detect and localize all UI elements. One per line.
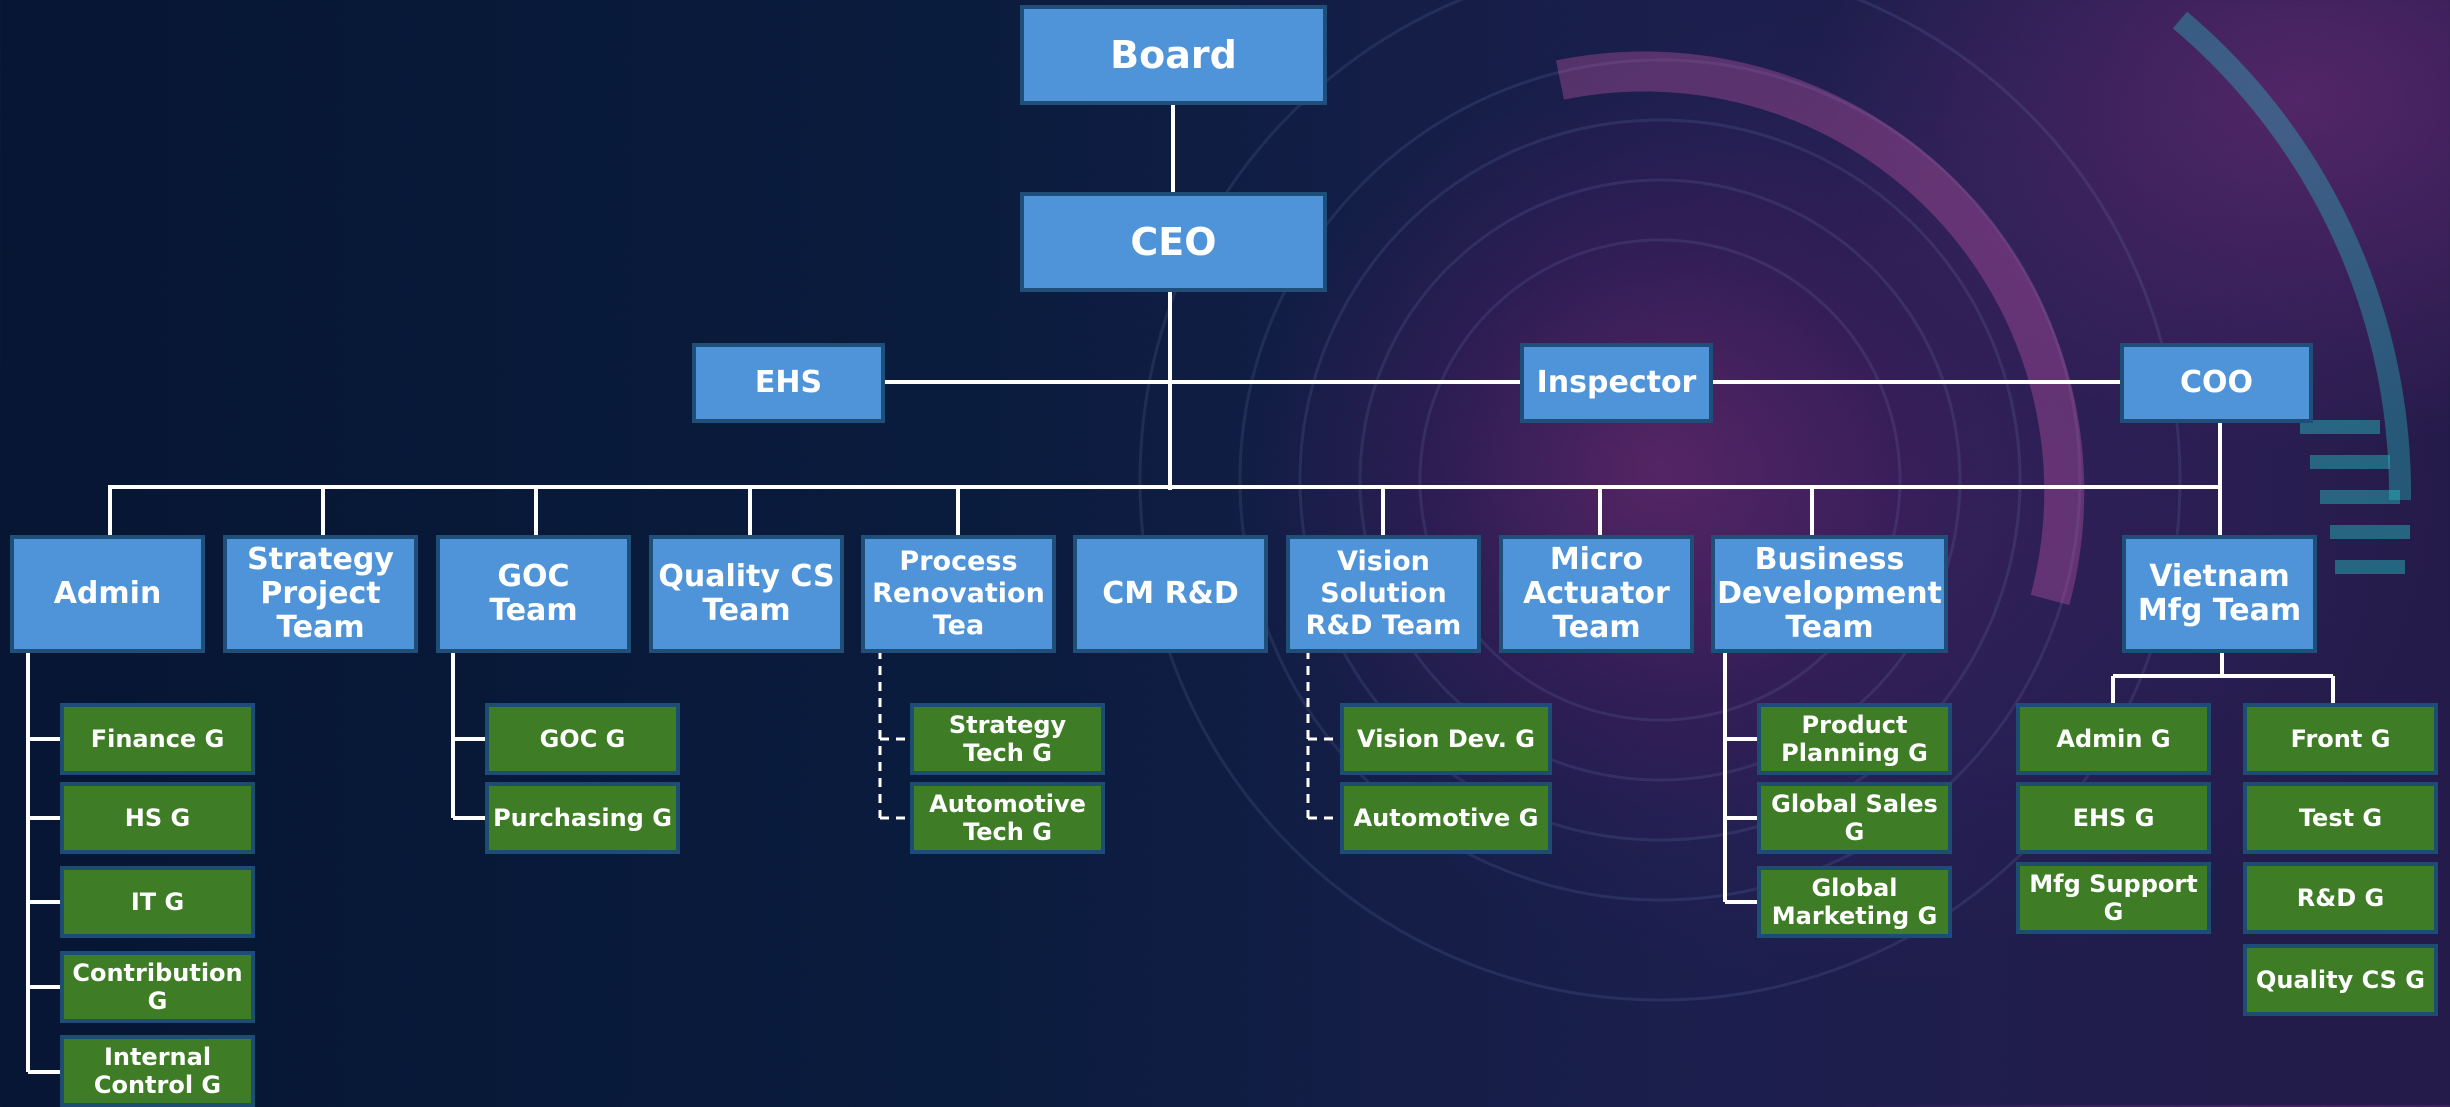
vietnam-ehs-group-box[interactable]: EHS G — [2016, 782, 2211, 854]
vision-solution-team-box[interactable]: Vision Solution R&D Team — [1286, 535, 1481, 653]
automotive-tech-group-box[interactable]: Automotive Tech G — [910, 782, 1105, 854]
finance-group-box[interactable]: Finance G — [60, 703, 255, 775]
inspector-box[interactable]: Inspector — [1520, 343, 1713, 423]
business-development-team-box[interactable]: Business Development Team — [1711, 535, 1948, 653]
mfg-support-group-box[interactable]: Mfg Support G — [2016, 862, 2211, 934]
test-group-box[interactable]: Test G — [2243, 782, 2438, 854]
vision-dev-group-box[interactable]: Vision Dev. G — [1340, 703, 1552, 775]
purchasing-group-box[interactable]: Purchasing G — [485, 782, 680, 854]
admin-team-box[interactable]: Admin — [10, 535, 205, 653]
goc-team-box[interactable]: GOC Team — [436, 535, 631, 653]
coo-box[interactable]: COO — [2120, 343, 2313, 423]
rd-group-box[interactable]: R&D G — [2243, 862, 2438, 934]
internal-control-group-box[interactable]: Internal Control G — [60, 1035, 255, 1107]
quality-cs-group-box[interactable]: Quality CS G — [2243, 944, 2438, 1016]
strategy-project-team-box[interactable]: Strategy Project Team — [223, 535, 418, 653]
vietnam-mfg-team-box[interactable]: Vietnam Mfg Team — [2122, 535, 2317, 653]
process-renovation-team-box[interactable]: Process Renovation Tea — [861, 535, 1056, 653]
goc-group-box[interactable]: GOC G — [485, 703, 680, 775]
ehs-box[interactable]: EHS — [692, 343, 885, 423]
hs-group-box[interactable]: HS G — [60, 782, 255, 854]
vietnam-admin-group-box[interactable]: Admin G — [2016, 703, 2211, 775]
board-box[interactable]: Board — [1020, 5, 1327, 105]
automotive-group-box[interactable]: Automotive G — [1340, 782, 1552, 854]
contribution-group-box[interactable]: Contribution G — [60, 951, 255, 1023]
front-group-box[interactable]: Front G — [2243, 703, 2438, 775]
product-planning-group-box[interactable]: Product Planning G — [1757, 703, 1952, 775]
global-sales-group-box[interactable]: Global Sales G — [1757, 782, 1952, 854]
global-marketing-group-box[interactable]: Global Marketing G — [1757, 866, 1952, 938]
micro-actuator-team-box[interactable]: Micro Actuator Team — [1499, 535, 1694, 653]
strategy-tech-group-box[interactable]: Strategy Tech G — [910, 703, 1105, 775]
quality-cs-team-box[interactable]: Quality CS Team — [649, 535, 844, 653]
it-group-box[interactable]: IT G — [60, 866, 255, 938]
ceo-box[interactable]: CEO — [1020, 192, 1327, 292]
cm-rd-team-box[interactable]: CM R&D — [1073, 535, 1268, 653]
